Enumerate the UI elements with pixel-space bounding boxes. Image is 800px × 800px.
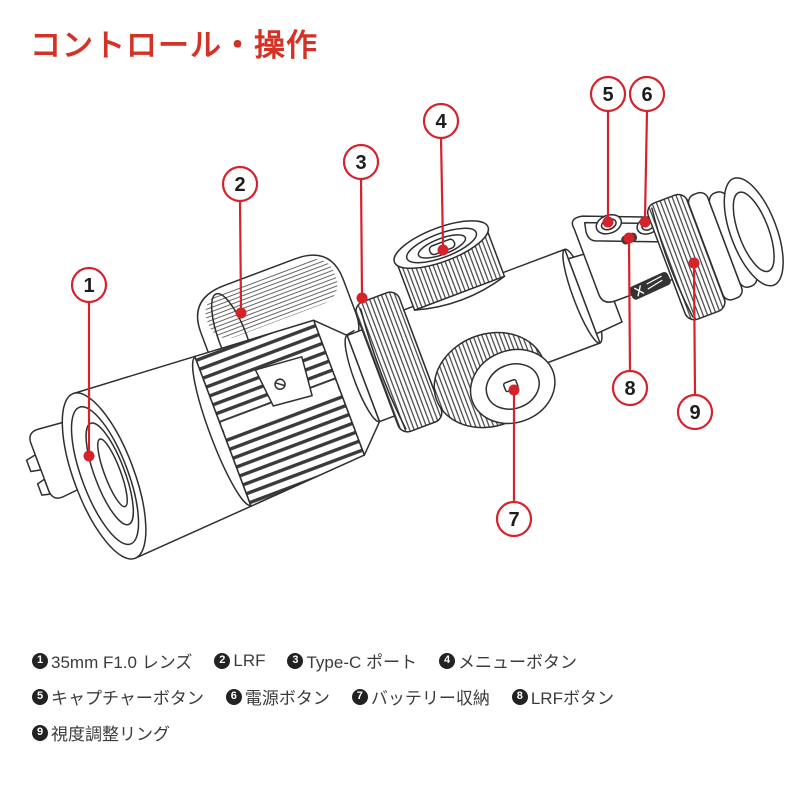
legend-label: 35mm F1.0 レンズ	[51, 653, 193, 672]
numbered-disc: 4	[439, 652, 456, 669]
numbered-disc: 6	[225, 688, 242, 705]
callout-8: 8	[611, 232, 649, 407]
legend-item-menu-button: 4 メニューボタン	[439, 648, 577, 673]
numbered-disc: 3	[287, 652, 304, 669]
numbered-disc: 7	[351, 688, 368, 705]
numbered-disc: 1	[32, 652, 48, 669]
callout-3: 3	[342, 143, 380, 304]
legend-label: LRFボタン	[530, 689, 614, 708]
legend-row-1: 1 35mm F1.0 レンズ 2 LRF 3 Type-C ポート 4 メニュ…	[32, 648, 772, 673]
svg-text:2: 2	[234, 174, 245, 196]
legend-row-3: 9 視度調整リング	[32, 720, 772, 745]
svg-text:1: 1	[83, 275, 94, 297]
legend-item-lrf-button: 8 LRFボタン	[511, 684, 614, 709]
svg-text:6: 6	[641, 84, 652, 106]
legend-label: バッテリー収納	[370, 689, 490, 708]
legend-label: 視度調整リング	[51, 725, 170, 744]
objective-lens	[61, 355, 255, 560]
legend-label: メニューボタン	[458, 653, 578, 672]
mount-screw	[254, 356, 313, 407]
svg-text:4: 4	[435, 111, 447, 133]
callout-1: 1	[70, 266, 108, 462]
eyepiece	[646, 177, 784, 321]
callout-2: 2	[221, 165, 259, 319]
legend-item-battery: 7 バッテリー収納	[351, 684, 490, 709]
callouts: 1 2 3 4 5	[70, 75, 714, 538]
svg-text:9: 9	[689, 402, 700, 424]
legend: 1 35mm F1.0 レンズ 2 LRF 3 Type-C ポート 4 メニュ…	[32, 648, 772, 756]
scope-body	[25, 177, 784, 560]
legend-item-lens: 1 35mm F1.0 レンズ	[32, 648, 192, 673]
callout-4: 4	[422, 102, 460, 256]
legend-item-type-c: 3 Type-C ポート	[287, 648, 417, 673]
numbered-disc: 9	[32, 724, 48, 741]
legend-label: キャプチャーボタン	[51, 689, 204, 708]
legend-item-lrf: 2 LRF	[214, 651, 265, 671]
svg-text:3: 3	[355, 152, 366, 174]
legend-label: 電源ボタン	[244, 689, 330, 708]
numbered-disc: 8	[511, 688, 528, 705]
svg-text:5: 5	[602, 84, 613, 106]
callout-7: 7	[495, 384, 533, 538]
legend-label: LRF	[233, 650, 266, 670]
legend-item-capture-button: 5 キャプチャーボタン	[32, 684, 204, 709]
type-c-port-ring	[355, 291, 443, 433]
svg-text:8: 8	[624, 378, 635, 400]
legend-item-diopter-ring: 9 視度調整リング	[32, 720, 170, 745]
svg-text:7: 7	[508, 509, 519, 531]
numbered-disc: 5	[32, 688, 48, 705]
page-title: コントロール・操作	[30, 28, 318, 63]
numbered-disc: 2	[214, 652, 231, 669]
legend-row-2: 5 キャプチャーボタン 6 電源ボタン 7 バッテリー収納 8 LRFボタン	[32, 684, 772, 709]
legend-label: Type-C ポート	[306, 653, 418, 672]
callout-5: 5	[589, 75, 627, 228]
eyecup	[723, 177, 784, 287]
callout-9: 9	[676, 257, 714, 431]
brand-logo	[629, 271, 671, 300]
legend-item-power-button: 6 電源ボタン	[225, 684, 330, 709]
callout-6: 6	[628, 75, 666, 228]
